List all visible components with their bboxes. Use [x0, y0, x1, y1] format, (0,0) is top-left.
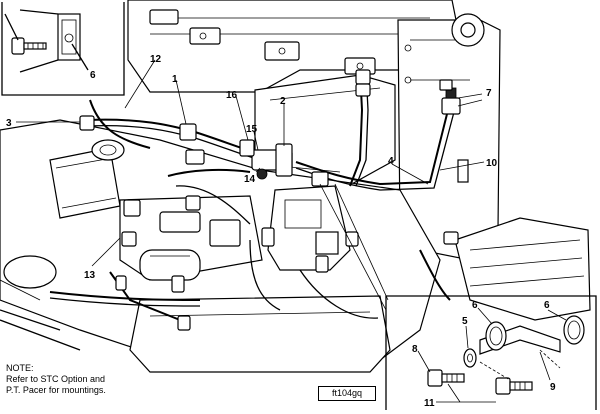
callout-1: 1 — [172, 74, 178, 85]
callout-4: 4 — [388, 156, 394, 167]
note-line-1: Refer to STC Option and — [6, 374, 106, 384]
note-heading: NOTE: — [6, 363, 34, 373]
callout-6-bracket: 6 — [472, 300, 478, 311]
clamp-bracket — [479, 315, 585, 355]
figure-id-box: ft104gq — [318, 386, 376, 401]
callout-5: 5 — [462, 316, 468, 327]
callout-15: 15 — [246, 124, 258, 135]
callout-10: 10 — [486, 158, 498, 169]
callout-9: 9 — [550, 382, 556, 393]
elbow-fitting-7 — [441, 87, 461, 115]
callout-7: 7 — [486, 88, 492, 99]
inset-bolt — [11, 37, 47, 55]
bottom-right-inset — [385, 295, 597, 410]
capscrew-11 — [495, 377, 533, 395]
washer — [463, 348, 477, 368]
callout-6-inset: 6 — [90, 70, 96, 81]
callout-6-clamp: 6 — [544, 300, 550, 311]
capscrew-8 — [427, 369, 465, 387]
callout-8: 8 — [412, 344, 418, 355]
note-line-2: P.T. Pacer for mountings. — [6, 385, 106, 395]
callout-14: 14 — [244, 174, 256, 185]
callout-2: 2 — [280, 96, 286, 107]
engine-block — [0, 0, 591, 373]
callout-leaders — [16, 59, 567, 403]
note-block: NOTE: Refer to STC Option and P.T. Pacer… — [6, 363, 106, 396]
top-left-inset — [1, 2, 125, 96]
fittings — [79, 69, 469, 331]
callout-13: 13 — [84, 270, 96, 281]
callout-labels: 6 12 1 3 16 2 15 14 4 7 10 13 6 6 5 8 9 … — [6, 54, 556, 409]
tee-fitting-2 — [251, 143, 293, 180]
callout-11: 11 — [424, 398, 435, 409]
callout-12: 12 — [150, 54, 162, 65]
callout-3: 3 — [6, 118, 12, 129]
callout-16: 16 — [226, 90, 238, 101]
